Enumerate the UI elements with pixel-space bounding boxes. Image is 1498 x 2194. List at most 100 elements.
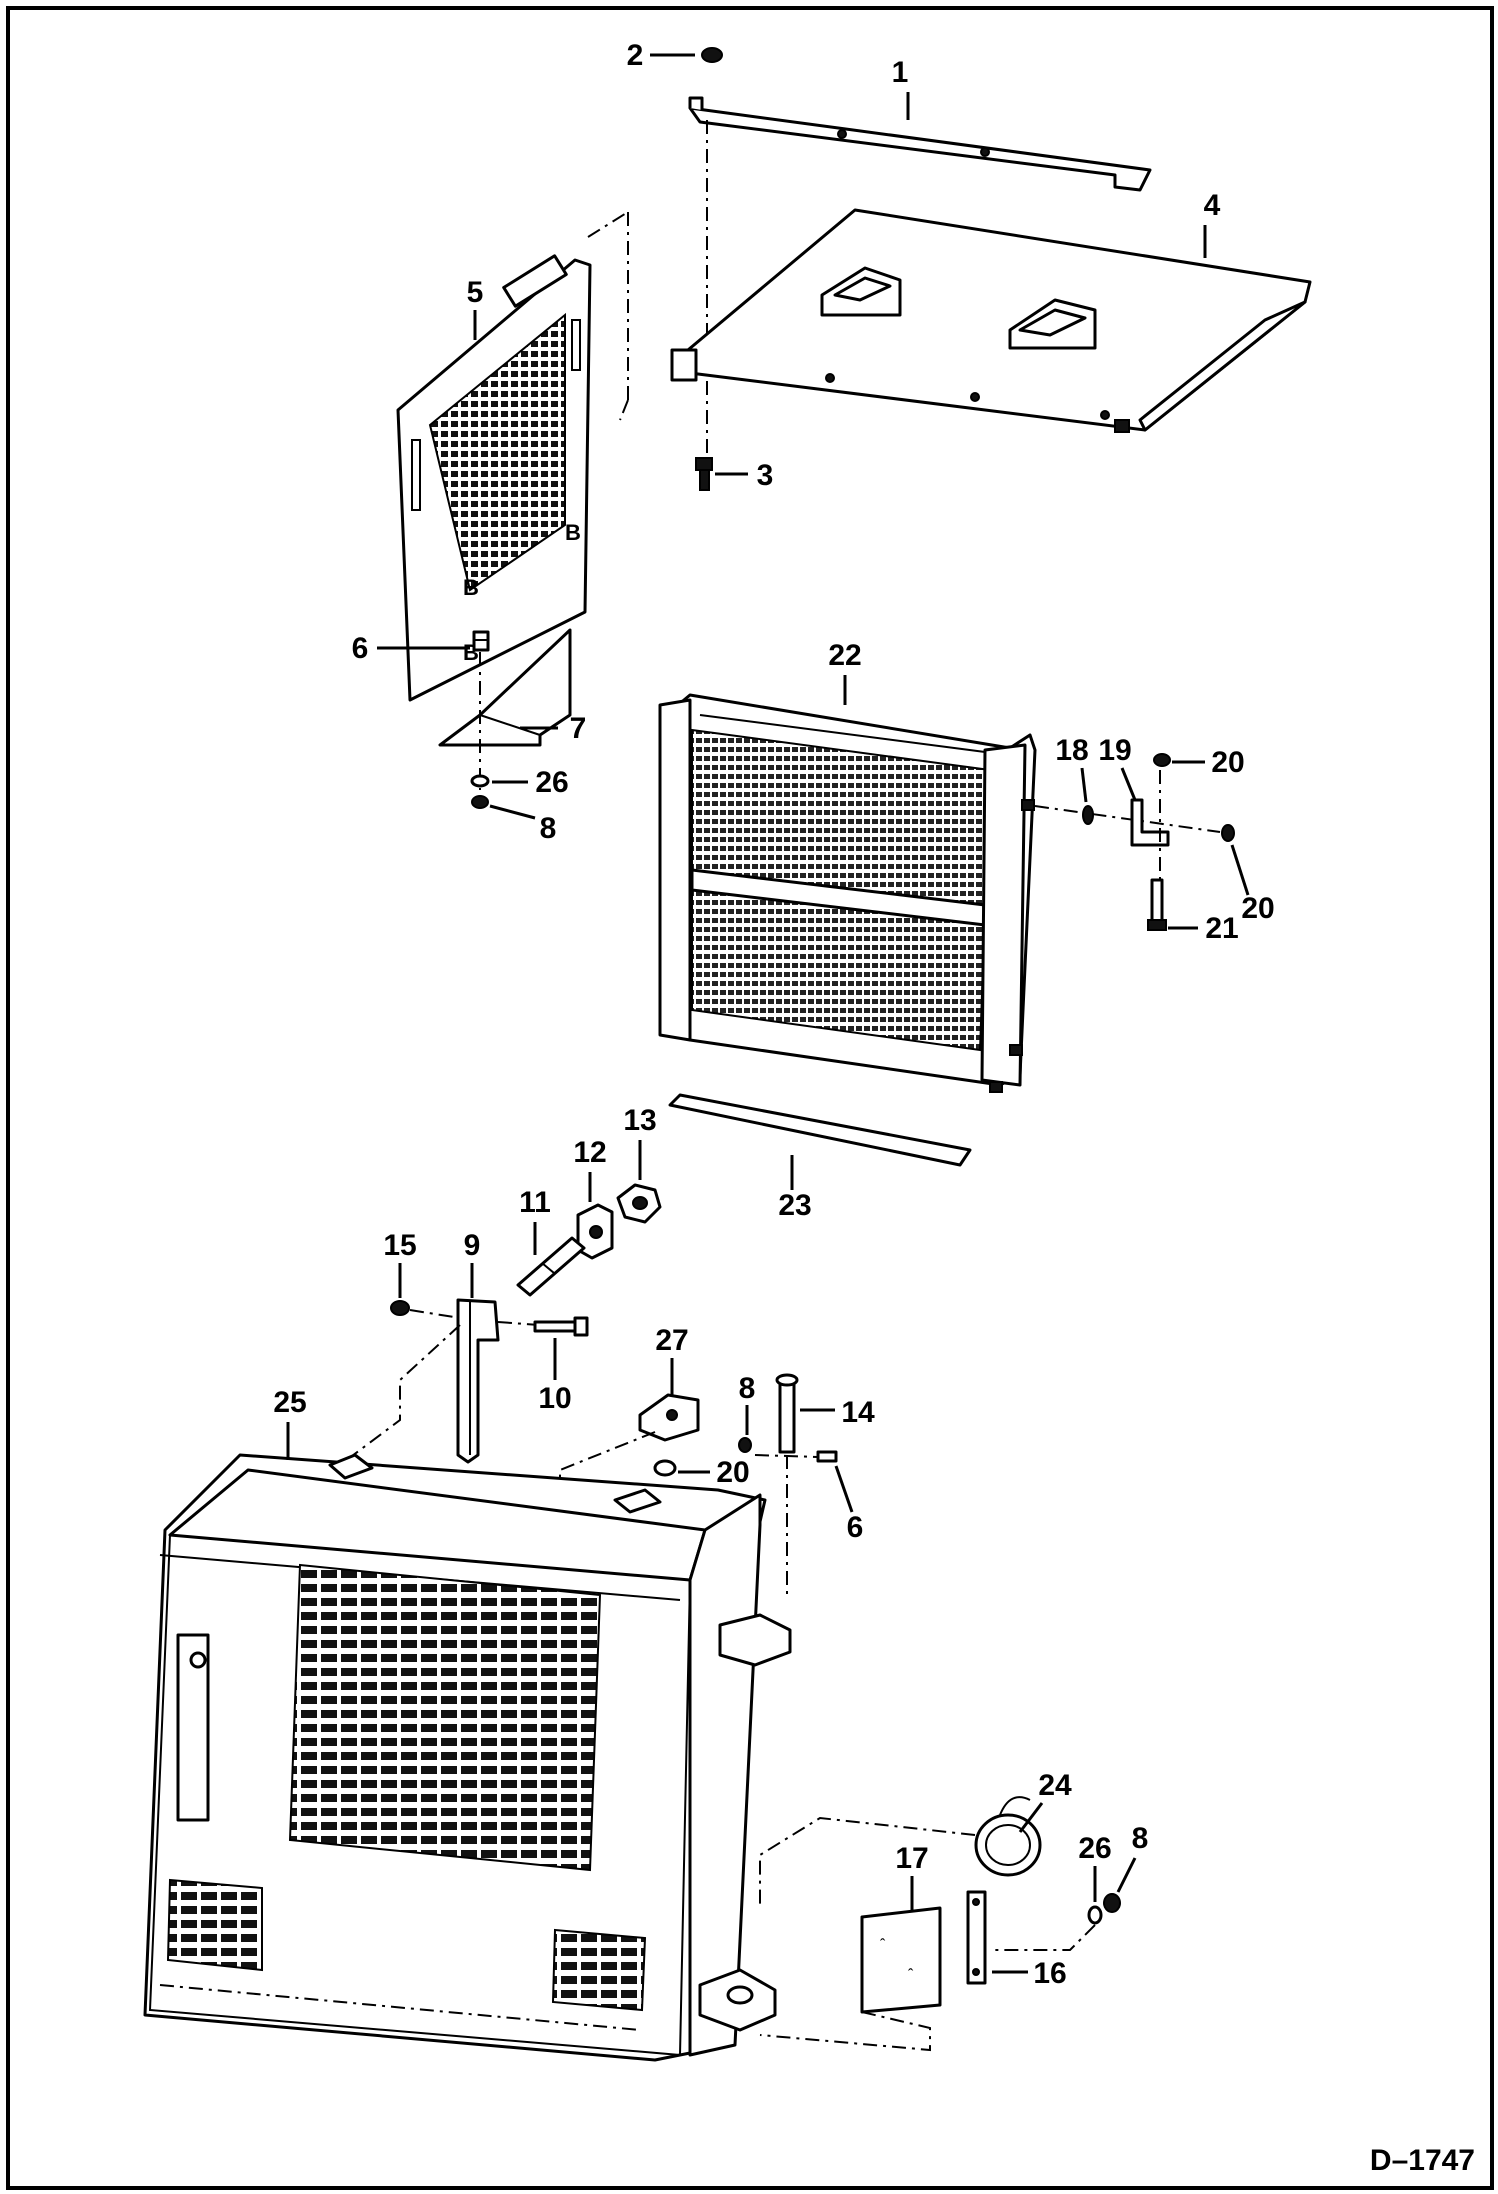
part-6-screw-lower	[754, 1450, 838, 1463]
part-11-pin	[516, 1236, 586, 1297]
callout-20-top-label: 20	[1211, 746, 1244, 779]
svg-text:B: B	[463, 575, 479, 600]
part-27-bracket	[638, 1393, 700, 1442]
part-8-nut-middle	[738, 1437, 752, 1453]
callout-20-top: 20	[1172, 746, 1245, 779]
callout-12-label: 12	[573, 1136, 606, 1169]
callout-20-lower: 20	[678, 1456, 750, 1489]
callout-24: 24	[1018, 1769, 1072, 1833]
callout-2: 2	[627, 39, 695, 72]
callout-27: 27	[655, 1324, 689, 1395]
svg-text:B: B	[565, 520, 581, 545]
callout-19: 19	[1098, 734, 1137, 801]
callout-17: 17	[895, 1842, 929, 1910]
drawing-number: D–1747	[1370, 2144, 1475, 2177]
callout-8-lower: 8	[1116, 1822, 1149, 1893]
part-10-bolt	[533, 1316, 589, 1337]
part-2-nut	[701, 47, 723, 63]
part-20-nut-top	[1153, 753, 1171, 767]
assembly-lines-shroud	[339, 1324, 656, 1515]
callout-8-upper: 8	[489, 804, 557, 845]
callout-10: 10	[538, 1338, 572, 1415]
part-17-plate: ˆ ˆ	[759, 1906, 942, 2052]
callout-11-label: 11	[519, 1186, 551, 1219]
part-5-screen-panel: B B B	[396, 211, 629, 702]
part-9-latch-arm	[456, 1298, 581, 1464]
part-20-nut-side	[1221, 824, 1235, 842]
callout-26-lower: 26	[1078, 1832, 1112, 1902]
callout-4-label: 4	[1204, 189, 1221, 222]
callout-3: 3	[715, 459, 773, 492]
callout-13-label: 13	[623, 1104, 656, 1137]
callout-23: 23	[778, 1155, 812, 1222]
part-3-bolt	[695, 457, 713, 491]
callout-6-upper: 6	[352, 632, 470, 665]
callout-5: 5	[467, 276, 484, 340]
callout-7: 7	[520, 712, 586, 745]
callout-6-lower-label: 6	[847, 1511, 864, 1544]
callout-1-label: 1	[892, 56, 909, 89]
callout-9-label: 9	[464, 1229, 481, 1262]
part-20-nut-lower	[653, 1459, 677, 1477]
callout-2-label: 2	[627, 39, 644, 72]
callout-10-label: 10	[538, 1382, 571, 1415]
callout-20-lower-label: 20	[716, 1456, 749, 1489]
part-6-screw-upper	[472, 630, 490, 652]
svg-text:ˆ: ˆ	[880, 1937, 886, 1954]
callout-13: 13	[623, 1104, 657, 1180]
callout-8-middle: 8	[739, 1372, 756, 1435]
callout-6-upper-label: 6	[352, 632, 369, 665]
part-25-shroud-housing	[143, 1453, 792, 2062]
callout-27-label: 27	[655, 1324, 688, 1357]
part-4-cover-plate	[670, 208, 1312, 433]
callout-23-label: 23	[778, 1189, 811, 1222]
diagram-frame	[6, 6, 1494, 2190]
callout-18-label: 18	[1055, 734, 1088, 767]
callout-14: 14	[800, 1396, 875, 1429]
callout-8-middle-label: 8	[739, 1372, 756, 1405]
part-19-mounting-bracket	[1130, 770, 1170, 900]
part-1-top-bracket	[688, 96, 1152, 192]
callout-12: 12	[573, 1136, 607, 1202]
part-8-nut-lower	[990, 1893, 1121, 1951]
callout-3-label: 3	[757, 459, 774, 492]
callout-6-lower: 6	[834, 1465, 864, 1544]
callout-7-label: 7	[570, 712, 587, 745]
callout-22: 22	[828, 639, 862, 705]
callout-26-lower-label: 26	[1078, 1832, 1111, 1865]
part-22-radiator-core	[658, 693, 1037, 1093]
part-15-nut	[390, 1300, 461, 1319]
callout-5-label: 5	[467, 276, 484, 309]
callout-15-label: 15	[383, 1229, 416, 1262]
part-18-grommet	[1034, 805, 1221, 833]
part-26-washer-lower	[1087, 1905, 1103, 1925]
callout-25-label: 25	[273, 1386, 306, 1419]
callout-20-side: 20	[1230, 844, 1275, 925]
callout-11: 11	[519, 1186, 551, 1255]
callout-25: 25	[273, 1386, 307, 1460]
callout-21: 21	[1168, 912, 1239, 945]
callout-21-label: 21	[1205, 912, 1238, 945]
callout-16: 16	[992, 1957, 1067, 1990]
callout-16-label: 16	[1033, 1957, 1066, 1990]
callout-8-upper-label: 8	[540, 812, 557, 845]
callout-15: 15	[383, 1229, 417, 1298]
callout-17-label: 17	[895, 1842, 928, 1875]
callout-24-label: 24	[1038, 1769, 1072, 1802]
part-8-nut-upper	[471, 795, 489, 809]
part-21-bolt	[1147, 878, 1167, 931]
part-16-strap	[966, 1890, 987, 1985]
callout-14-label: 14	[841, 1396, 875, 1429]
part-14-pin	[775, 1373, 799, 1600]
callout-8-lower-label: 8	[1132, 1822, 1149, 1855]
part-24-light	[759, 1796, 1042, 1905]
callout-20-side-label: 20	[1241, 892, 1274, 925]
callout-26-upper: 26	[492, 766, 569, 799]
callout-18: 18	[1055, 734, 1089, 803]
callout-4: 4	[1203, 189, 1221, 258]
svg-text:ˆ: ˆ	[908, 1967, 914, 1984]
part-26-washer-upper	[470, 774, 490, 788]
callout-9: 9	[464, 1229, 481, 1298]
callout-1: 1	[892, 56, 910, 120]
